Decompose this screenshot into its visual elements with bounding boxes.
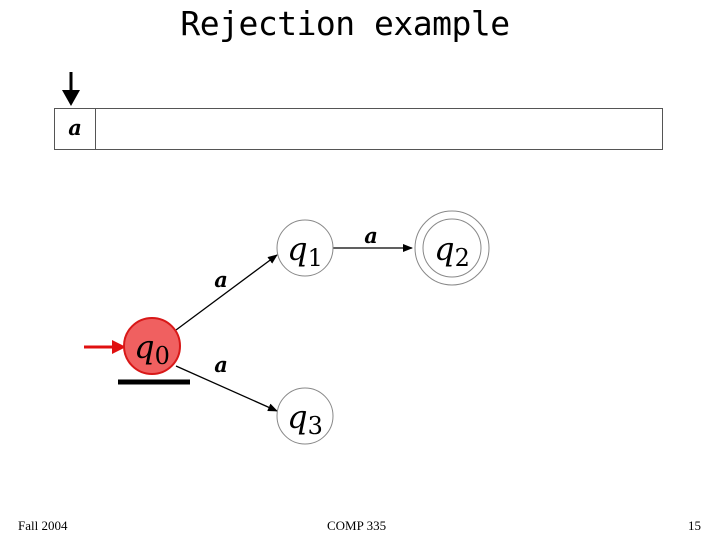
state-q3-label: q3 xyxy=(287,398,323,440)
state-q2-label: q2 xyxy=(434,230,470,272)
tape-cell: a xyxy=(55,109,96,149)
tape-cell-blank xyxy=(96,109,662,149)
state-q0: q0 xyxy=(123,317,181,375)
state-q1-label: q1 xyxy=(287,230,323,272)
start-arrow-icon xyxy=(84,340,126,354)
state-q3: q3 xyxy=(276,387,334,445)
transition-label-q1-q2: a xyxy=(364,223,378,248)
state-q1: q1 xyxy=(276,219,334,277)
state-q2: q2 xyxy=(414,210,490,286)
input-tape: a xyxy=(54,108,663,150)
transition-label-q0-q1: a xyxy=(214,267,228,292)
state-q0-label: q0 xyxy=(134,328,170,370)
transition-label-q0-q3: a xyxy=(214,352,228,377)
tape-head-arrow-icon xyxy=(62,72,80,106)
footer-page-number: 15 xyxy=(688,518,701,533)
transition-q0-q1 xyxy=(175,254,278,331)
transition-q0-q3 xyxy=(175,365,278,412)
footer-date: Fall 2004 xyxy=(18,518,68,533)
footer-course: COMP 335 xyxy=(327,518,387,533)
page-title: Rejection example xyxy=(180,4,510,43)
